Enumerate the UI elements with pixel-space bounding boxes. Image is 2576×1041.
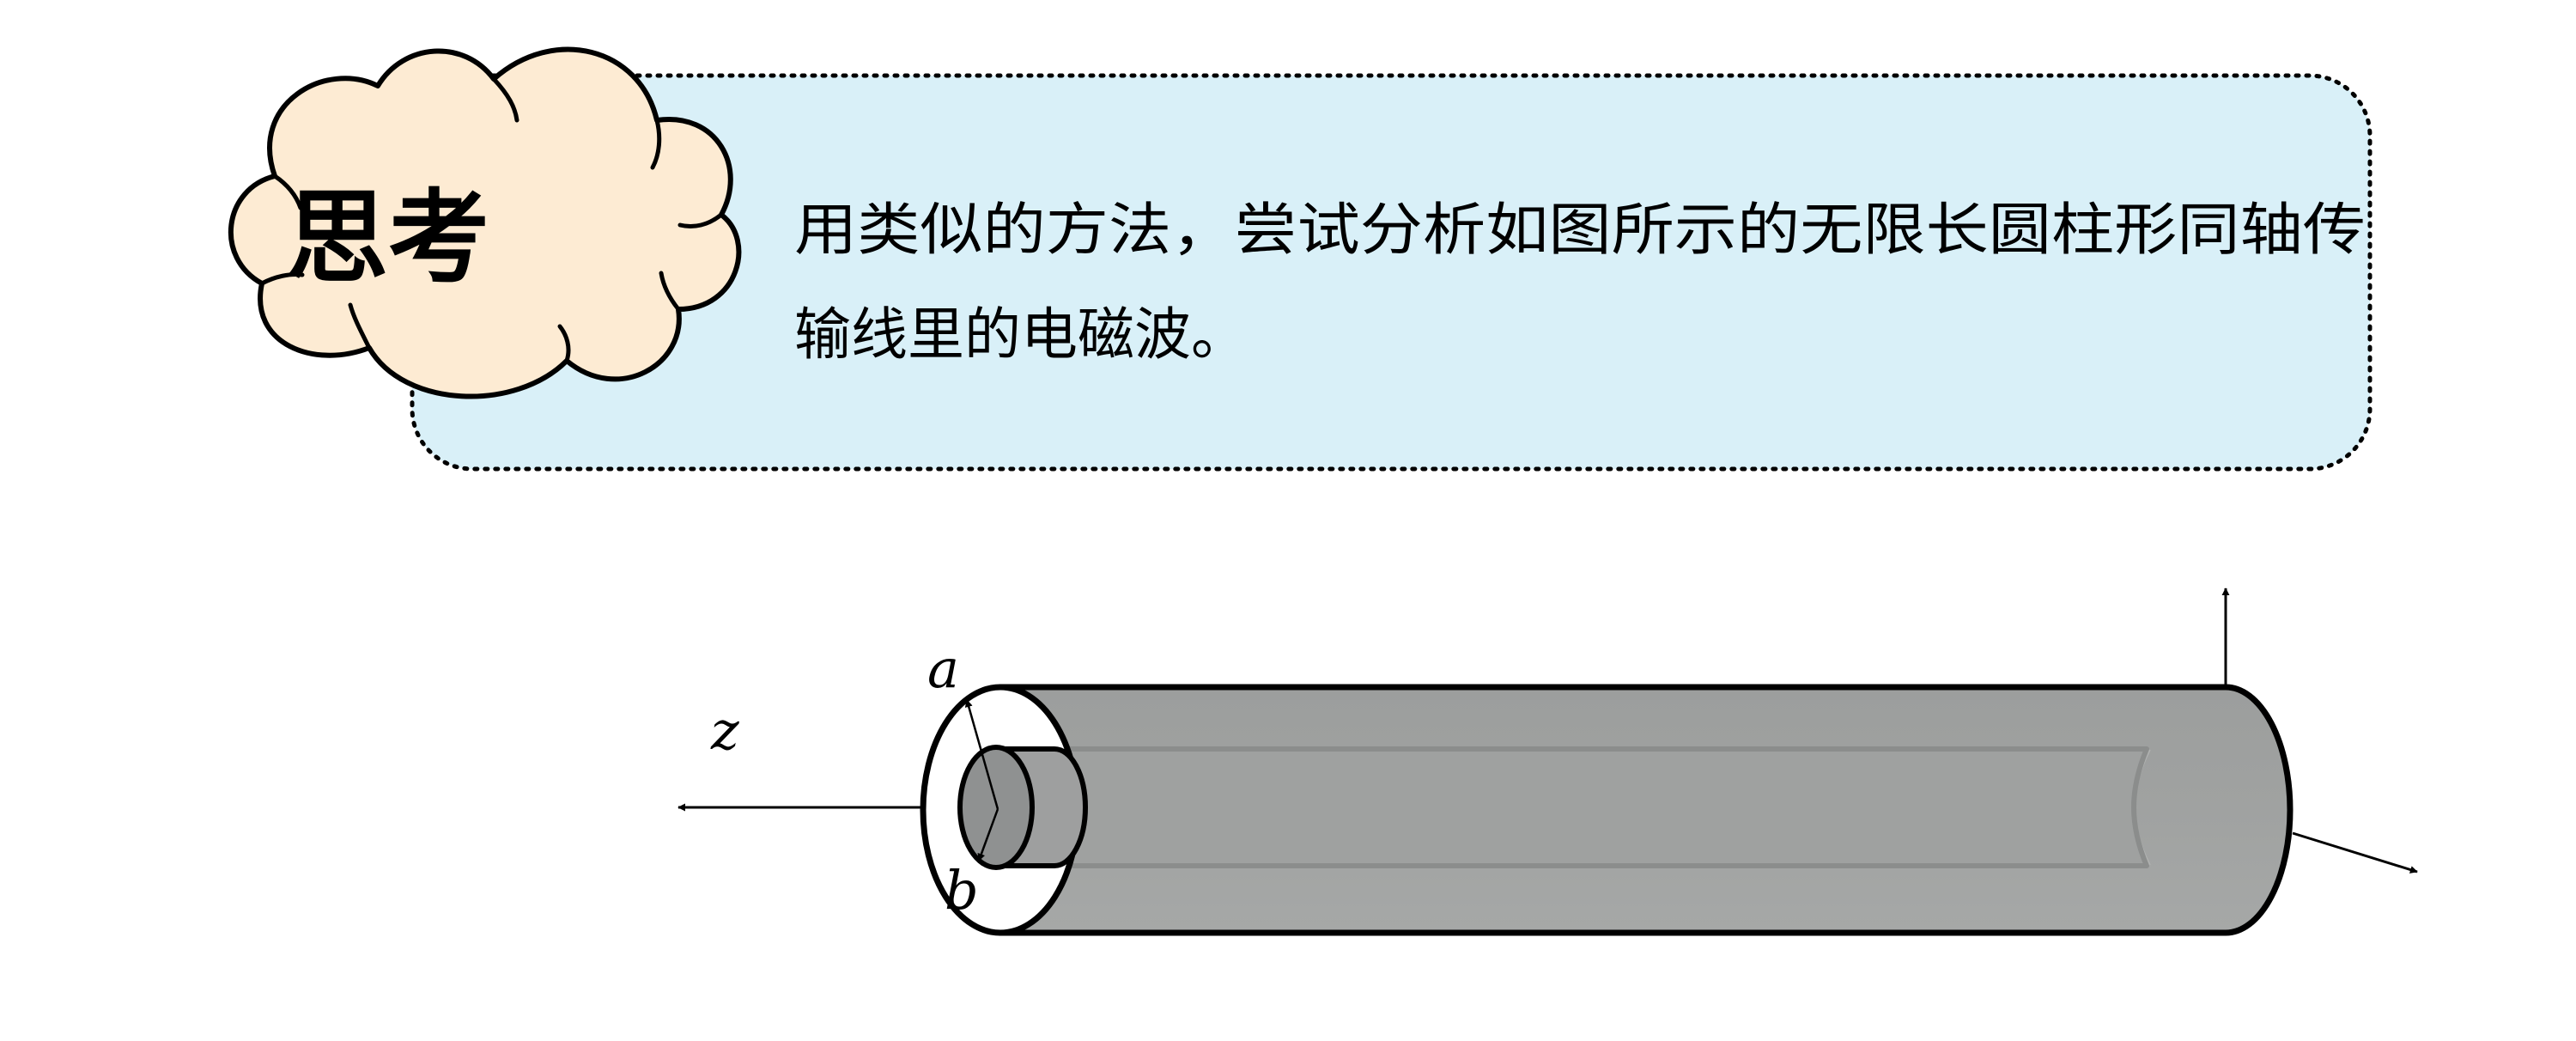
z-axis-label: z bbox=[710, 699, 739, 762]
cloud-icon bbox=[228, 46, 742, 399]
radius-b-label: b bbox=[945, 859, 979, 922]
callout-text-line-1: 用类似的方法，尝试分析如图所示的无限长圆柱形同轴传 bbox=[794, 197, 2366, 263]
thinking-callout: 思考 用类似的方法，尝试分析如图所示的无限长圆柱形同轴传 输线里的电磁波。 bbox=[228, 46, 2372, 472]
callout-badge-title: 思考 bbox=[287, 179, 489, 297]
callout-text-line-2: 输线里的电磁波。 bbox=[794, 301, 1248, 368]
diagonal-axis-arrow bbox=[2292, 831, 2418, 874]
cloud-shape bbox=[228, 46, 742, 399]
inner-conductor-face bbox=[957, 745, 1035, 870]
radius-b-arrow bbox=[977, 808, 999, 861]
radius-a-label: a bbox=[927, 637, 959, 700]
coaxial-cable-diagram: z a b bbox=[677, 587, 2418, 936]
inner-conductor-ghost bbox=[1019, 746, 2149, 868]
radius-a-arrow bbox=[964, 699, 999, 810]
